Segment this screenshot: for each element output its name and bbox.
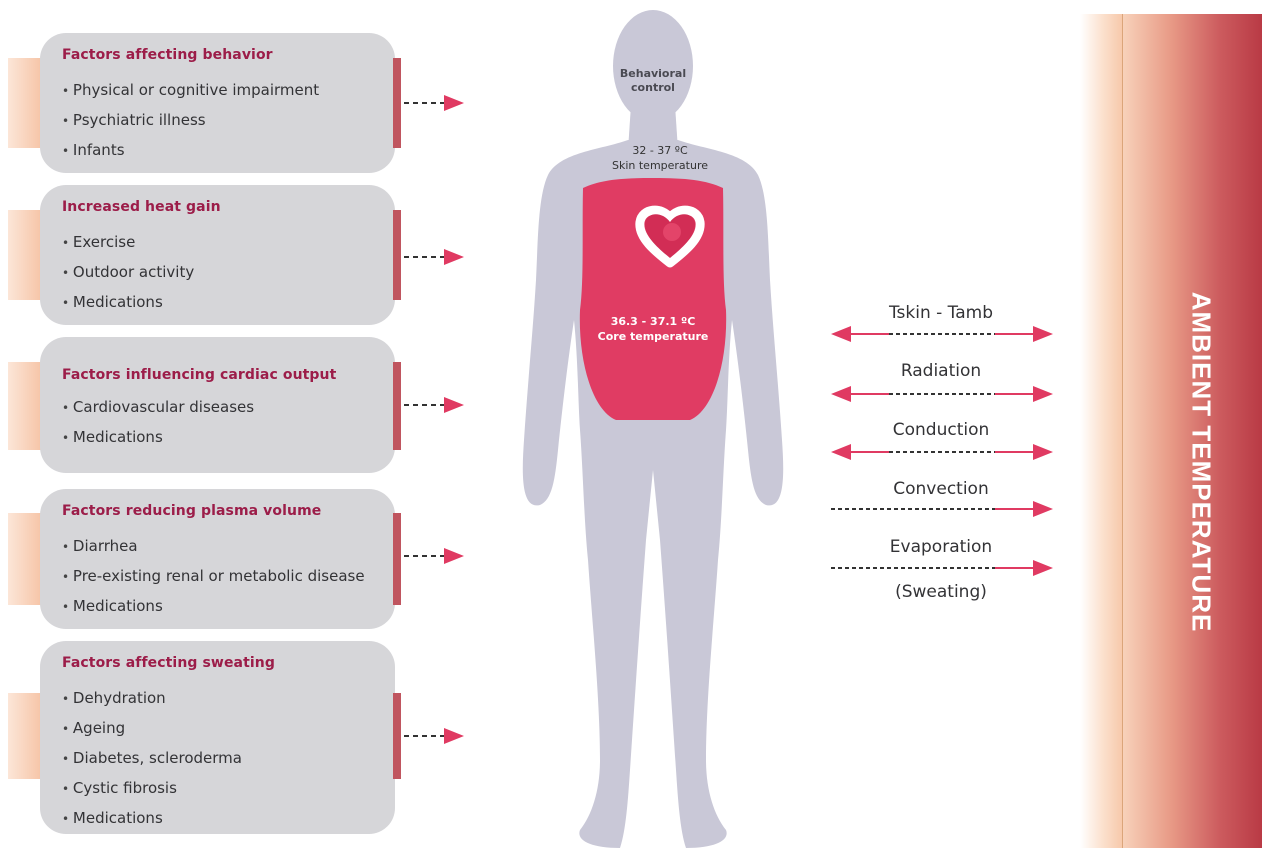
factor-item: Ageing [62,716,242,746]
factor-title: Increased heat gain [62,199,221,215]
ambient-title: AMBIENT TEMPERATURE [1186,291,1217,633]
factor-item: Medications [62,290,194,320]
ambient-gradient [1122,14,1262,848]
dashed-arrow-icon [404,95,464,111]
core-temperature-label: 36.3 - 37.1 ºC Core temperature [578,314,728,344]
label-line: 36.3 - 37.1 ºC [610,315,696,328]
heat-exchange-label: Tskin - Tamb [888,303,994,323]
ambient-divider [1122,14,1123,848]
label-line: 32 - 37 ºC [632,144,688,157]
heat-exchange-label: Convection [893,479,989,499]
factor-item: Infants [62,138,319,168]
factor-list: Diarrhea Pre-existing renal or metabolic… [62,534,365,624]
factor-item: Medications [62,806,242,836]
factor-box: Increased heat gain Exercise Outdoor act… [40,185,395,325]
behavioral-control-label: Behavioral control [593,67,713,95]
heat-exchange-label: Conduction [892,420,990,440]
factor-item: Dehydration [62,686,242,716]
dashed-arrow-icon [404,397,464,413]
label-line: Core temperature [597,330,709,343]
factor-box: Factors influencing cardiac output Cardi… [40,337,395,473]
factor-item: Diarrhea [62,534,365,564]
factor-tab-right [393,693,401,779]
factor-item: Medications [62,425,254,455]
human-body-silhouette [522,10,784,848]
heat-exchange-sublabel: (Sweating) [895,582,987,602]
outward-arrow-icon [831,560,1053,576]
factor-item: Diabetes, scleroderma [62,746,242,776]
dashed-arrow-icon [404,249,464,265]
factor-tab-right [393,362,401,450]
factor-box: Factors affecting sweating Dehydration A… [40,641,395,834]
factor-list: Physical or cognitive impairment Psychia… [62,78,319,168]
ambient-temperature-bar: AMBIENT TEMPERATURE [1080,14,1262,848]
factor-list: Exercise Outdoor activity Medications [62,230,194,320]
factor-item: Cardiovascular diseases [62,395,254,425]
factor-group-cardiac-output: Factors influencing cardiac output Cardi… [0,337,470,473]
outward-arrow-icon [831,501,1053,517]
factor-tab-left [8,513,42,605]
bidirectional-arrow-icon [831,444,1053,460]
factor-item: Outdoor activity [62,260,194,290]
factor-group-behavior: Factors affecting behavior Physical or c… [0,33,470,173]
factor-item: Cystic fibrosis [62,776,242,806]
factor-item: Physical or cognitive impairment [62,78,319,108]
heat-exchange-label: Radiation [900,361,982,381]
factor-item: Pre-existing renal or metabolic disease [62,564,365,594]
factor-title: Factors affecting sweating [62,655,275,671]
factor-title: Factors influencing cardiac output [62,367,337,383]
factor-tab-left [8,58,42,148]
factor-item: Psychiatric illness [62,108,319,138]
factor-tab-right [393,210,401,300]
factor-box: Factors affecting behavior Physical or c… [40,33,395,173]
factor-tab-left [8,693,42,779]
factor-list: Cardiovascular diseases Medications [62,395,254,455]
bidirectional-arrow-icon [831,386,1053,402]
factor-group-sweating: Factors affecting sweating Dehydration A… [0,641,470,834]
dashed-arrow-icon [404,728,464,744]
label-line: Behavioral [619,67,687,80]
factor-tab-right [393,513,401,605]
ambient-fade [1080,14,1122,848]
heart-icon [635,205,705,268]
factor-title: Factors reducing plasma volume [62,503,322,519]
factor-tab-right [393,58,401,148]
bidirectional-arrow-icon [831,326,1053,342]
factor-group-heat-gain: Increased heat gain Exercise Outdoor act… [0,185,470,325]
factor-title: Factors affecting behavior [62,47,273,63]
label-line: control [631,81,675,94]
factor-item: Medications [62,594,365,624]
factor-tab-left [8,210,42,300]
factor-group-plasma-volume: Factors reducing plasma volume Diarrhea … [0,489,470,629]
dashed-arrow-icon [404,548,464,564]
factor-tab-left [8,362,42,450]
skin-temperature-label: 32 - 37 ºC Skin temperature [585,143,735,173]
factor-box: Factors reducing plasma volume Diarrhea … [40,489,395,629]
label-line: Skin temperature [611,159,709,172]
factor-item: Exercise [62,230,194,260]
factor-list: Dehydration Ageing Diabetes, scleroderma… [62,686,242,836]
heat-exchange-label: Evaporation [889,537,993,557]
